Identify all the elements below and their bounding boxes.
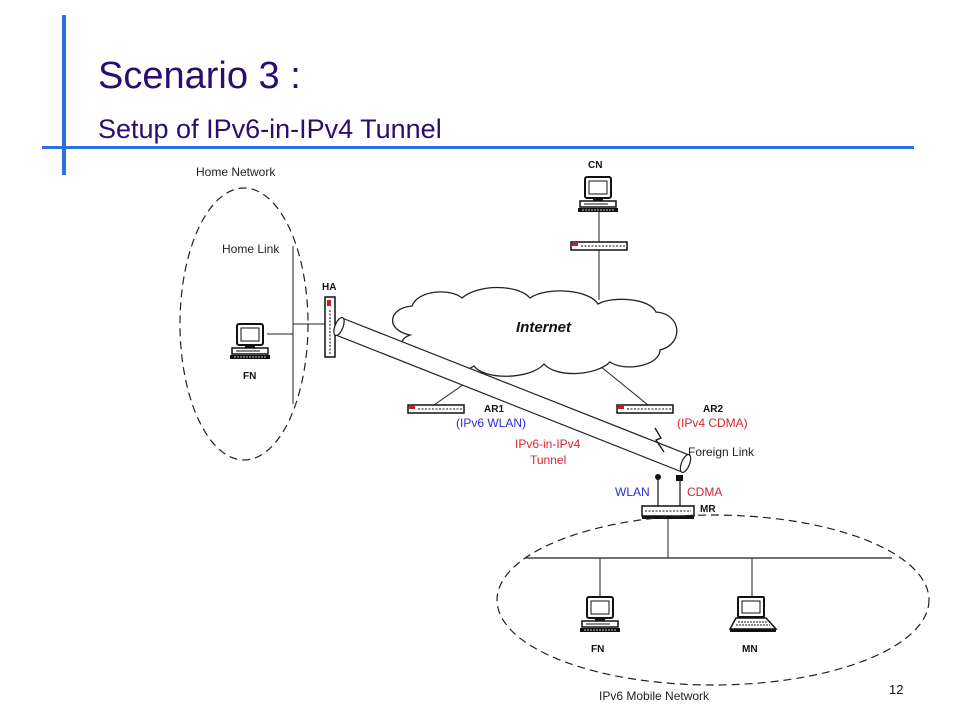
ar1-router-icon [407,404,465,414]
ipv6-in-ipv4-tunnel [333,316,692,474]
mobile-node-laptop-icon [729,596,777,633]
wlan-antenna-tip [655,474,661,480]
ar2-router-icon [616,404,674,414]
page-number: 12 [889,682,903,697]
ar1-label: AR1 [484,404,504,415]
internet-label: Internet [516,319,572,336]
mobile-node-label: MN [742,644,758,655]
home-link-label: Home Link [222,242,280,256]
home-fn-computer-icon [229,323,271,360]
foreign-link-label: Foreign Link [688,445,755,459]
mobile-network-label: IPv6 Mobile Network [599,689,710,703]
ar2-label: AR2 [703,404,723,415]
title-accent-bar [62,15,66,175]
title-underline [42,146,914,149]
home-network-label: Home Network [196,165,276,179]
internet-cloud-icon [391,286,678,377]
cdma-antenna-tip [676,475,683,481]
mobile-router-icon [641,505,695,519]
tunnel-label-line1: IPv6-in-IPv4 [515,437,581,451]
mobile-router-label: MR [700,504,716,515]
cn-label: CN [588,160,602,171]
ar1-type-label: (IPv6 WLAN) [456,416,526,430]
ar2-type-label: (IPv4 CDMA) [677,416,748,430]
cn-computer-icon [577,176,619,213]
cdma-label: CDMA [687,485,722,499]
mobile-network-boundary [496,514,930,686]
mobile-fn-computer-icon [579,596,621,633]
slide-title: Scenario 3 : [98,55,301,97]
home-agent-label: HA [322,282,336,293]
cn-router-icon [570,241,628,251]
home-agent-router-icon [324,296,336,358]
internet-to-ar2-line [599,365,649,406]
wireless-link-icon [654,427,665,453]
wlan-label: WLAN [615,485,650,499]
mobile-fn-label: FN [591,644,604,655]
slide-subtitle: Setup of IPv6-in-IPv4 Tunnel [98,114,442,144]
home-fn-label: FN [243,371,256,382]
tunnel-label-line2: Tunnel [530,453,566,467]
